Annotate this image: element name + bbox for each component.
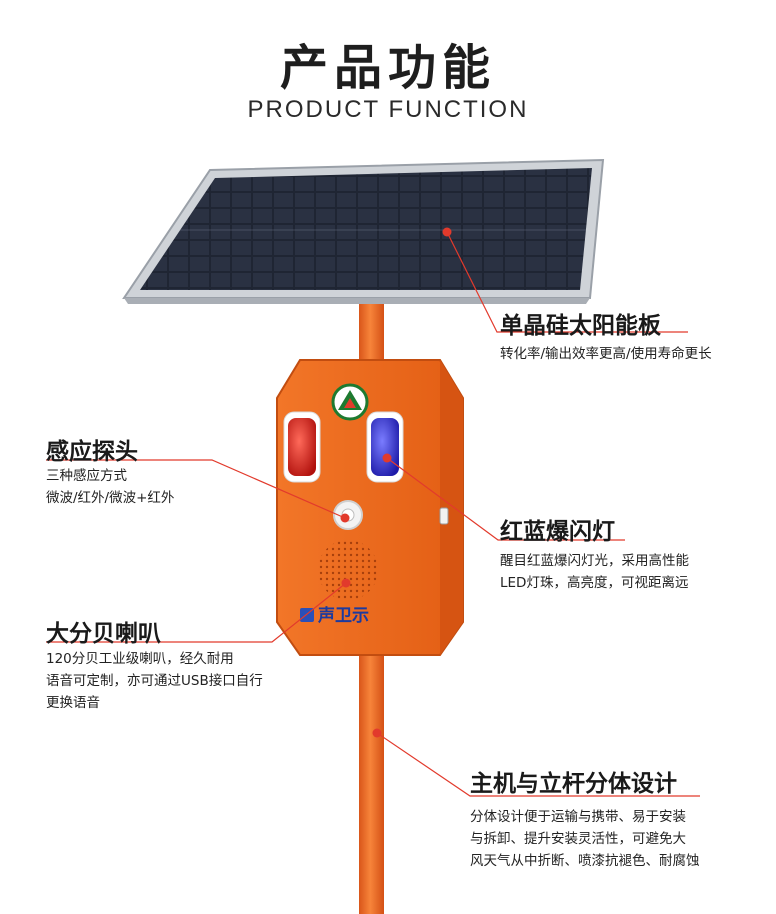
feature-pole-line: 与拆卸、提升安装灵活性，可避免大 <box>470 831 686 847</box>
feature-speaker-title: 大分贝喇叭 <box>46 621 161 647</box>
solar-panel <box>122 158 605 304</box>
feature-light-line: LED灯珠，高亮度，可视距离远 <box>500 575 689 591</box>
callout-lines <box>46 231 700 797</box>
device-housing <box>276 359 464 656</box>
feature-sensor-desc: 三种感应方式 微波/红外/微波+红外 <box>46 465 174 509</box>
callout-dots <box>340 227 452 738</box>
feature-pole-desc: 分体设计便于运输与携带、易于安装 与拆卸、提升安装灵活性，可避免大 风天气从中折… <box>470 806 700 872</box>
feature-light-title: 红蓝爆闪灯 <box>500 519 615 545</box>
page-subtitle: PRODUCT FUNCTION <box>247 96 529 123</box>
feature-pole-line: 风天气从中折断、喷漆抗褪色、耐腐蚀 <box>470 853 700 869</box>
feature-sensor-line: 微波/红外/微波+红外 <box>46 490 175 506</box>
feature-speaker-line: 语音可定制，亦可通过USB接口自行 <box>46 673 263 689</box>
page-title: 产品功能 <box>279 40 496 96</box>
feature-light-desc: 醒目红蓝爆闪灯光，采用高性能 LED灯珠，高亮度，可视距离远 <box>500 550 689 594</box>
feature-sensor-title: 感应探头 <box>46 439 138 465</box>
feature-speaker-line: 120分贝工业级喇叭，经久耐用 <box>46 651 234 667</box>
feature-light-line: 醒目红蓝爆闪灯光，采用高性能 <box>500 553 689 569</box>
device-brand-label: 声卫示 <box>317 605 369 626</box>
feature-sensor-line: 三种感应方式 <box>46 468 127 484</box>
feature-speaker-desc: 120分贝工业级喇叭，经久耐用 语音可定制，亦可通过USB接口自行 更换语音 <box>46 648 263 714</box>
feature-pole-title: 主机与立杆分体设计 <box>470 771 677 797</box>
feature-solar-title: 单晶硅太阳能板 <box>500 313 661 339</box>
feature-pole-line: 分体设计便于运输与携带、易于安装 <box>470 809 686 825</box>
feature-solar-desc: 转化率/输出效率更高/使用寿命更长 <box>500 343 712 365</box>
feature-solar-line: 转化率/输出效率更高/使用寿命更长 <box>500 346 712 362</box>
feature-speaker-line: 更换语音 <box>46 695 100 711</box>
